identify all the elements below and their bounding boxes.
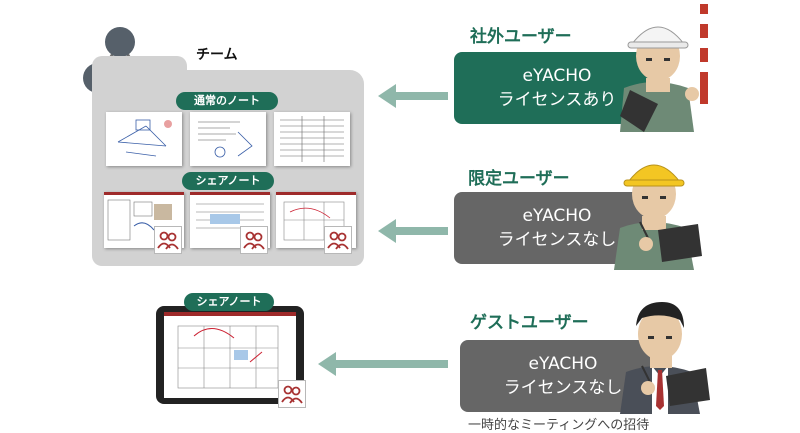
user-license: ライセンスなし: [497, 230, 617, 250]
users-icon: [327, 231, 349, 250]
shared-user-badge-1: [154, 226, 182, 254]
team-label: チーム: [196, 47, 238, 63]
arrow-left-icon: [378, 84, 448, 108]
worker-guest-illustration: [620, 302, 710, 414]
user-product: eYACHO: [522, 66, 592, 86]
user-license: ライセンスなし: [503, 378, 623, 398]
guest-user-badge: [278, 380, 306, 408]
regular-note-label: 通常のノート: [176, 92, 278, 110]
user-product: eYACHO: [522, 206, 592, 226]
regular-note-thumb-3[interactable]: [274, 112, 350, 166]
user-license: ライセンスあり: [497, 90, 617, 110]
user-product: eYACHO: [528, 354, 598, 374]
regular-note-thumb-2[interactable]: [190, 112, 266, 166]
regular-note-thumb-1[interactable]: [106, 112, 182, 166]
worker-yellow-helmet-illustration: [614, 164, 702, 270]
user-title-limited: 限定ユーザー: [468, 169, 570, 189]
shared-user-badge-2: [240, 226, 268, 254]
tablet-screen[interactable]: [164, 312, 296, 398]
arrow-left-icon: [318, 352, 448, 376]
tablet-shared-note-label: シェアノート: [184, 293, 274, 311]
users-icon: [157, 231, 179, 250]
shared-user-badge-3: [324, 226, 352, 254]
shared-note-label: シェアノート: [182, 172, 274, 190]
guest-caption: 一時的なミーティングへの招待: [468, 418, 650, 433]
worker-white-helmet-illustration: [620, 4, 708, 132]
user-title-guest: ゲストユーザー: [470, 313, 589, 333]
user-title-external: 社外ユーザー: [470, 27, 572, 47]
users-icon: [281, 385, 303, 404]
users-icon: [243, 231, 265, 250]
team-folder: 通常のノート シェアノート: [92, 70, 364, 266]
arrow-left-icon: [378, 219, 448, 243]
